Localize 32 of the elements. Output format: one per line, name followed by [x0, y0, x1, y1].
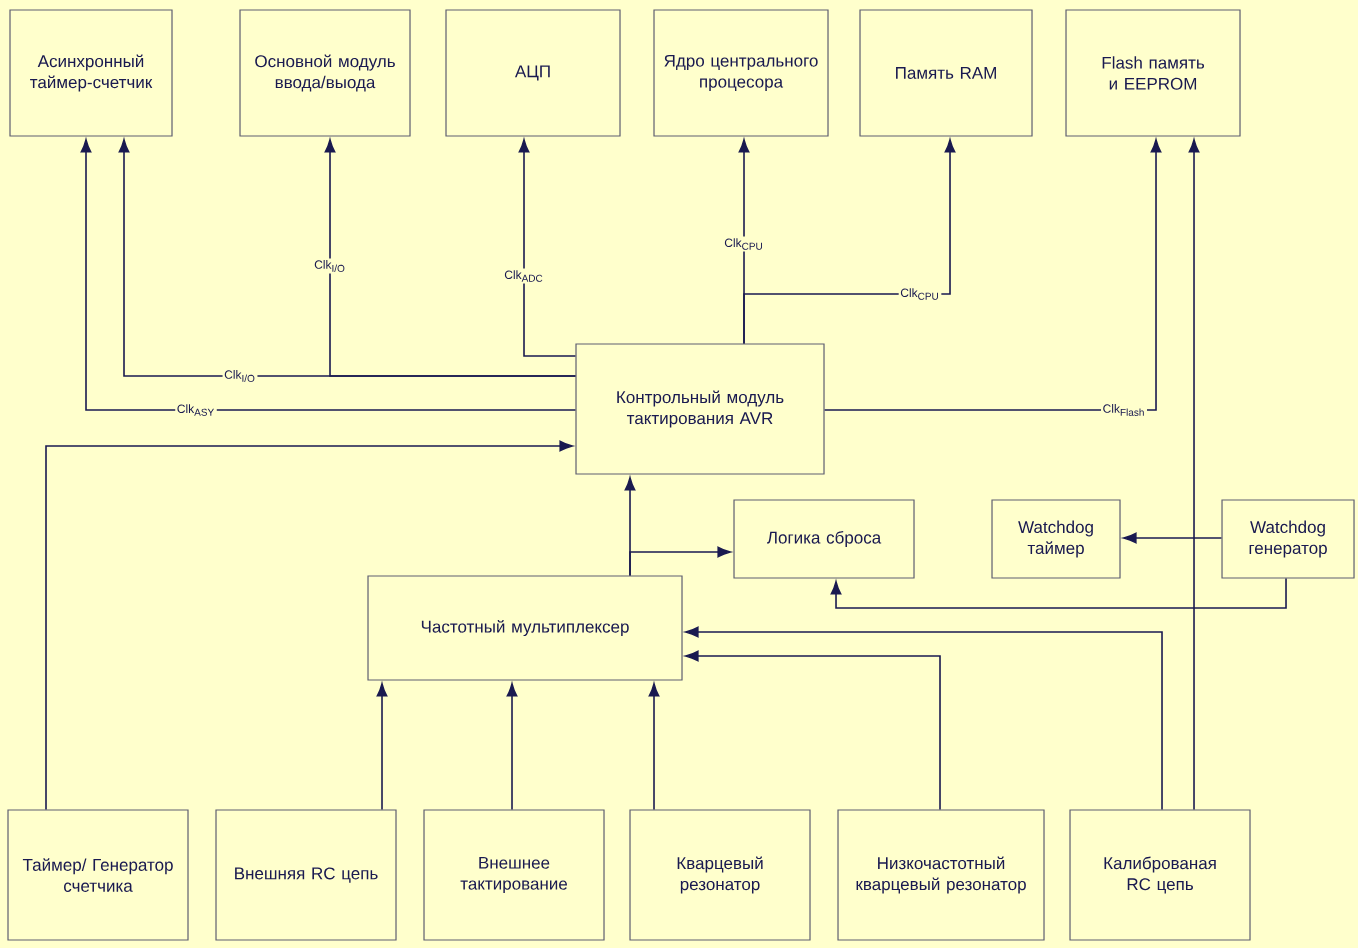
block-box: Память RAM [859, 9, 1033, 137]
arrow [1123, 532, 1223, 544]
arrow [648, 683, 660, 811]
block-box: Внешнее тактирование [423, 809, 605, 941]
arrow [45, 440, 573, 811]
block-box: Кварцевый резонатор [629, 809, 811, 941]
arrow [1188, 139, 1200, 811]
arrow [743, 139, 956, 345]
block-box: АЦП [445, 9, 621, 137]
arrow [685, 626, 1163, 811]
block-box: Низкочастотный кварцевый резонатор [837, 809, 1045, 941]
block-box: Внешняя RC цепь [215, 809, 397, 941]
block-box: Логика сброса [733, 499, 915, 579]
block-box: Частотный мультиплексер [367, 575, 683, 681]
block-box: Flash память и EEPROM [1065, 9, 1241, 137]
arrow [823, 139, 1162, 411]
arrow [506, 683, 518, 811]
arrow [376, 683, 388, 811]
block-box: Калиброваная RC цепь [1069, 809, 1251, 941]
arrow [685, 650, 941, 811]
block-box: Watchdog таймер [991, 499, 1121, 579]
arrow [324, 139, 577, 377]
block-box: Таймер/ Генератор счетчика [7, 809, 189, 941]
block-box: Watchdog генератор [1221, 499, 1355, 579]
block-box: Контрольный модуль тактирования AVR [575, 343, 825, 475]
block-box: Ядро центрального процесора [653, 9, 829, 137]
arrow [629, 546, 731, 577]
arrow [518, 139, 577, 357]
arrow [830, 577, 1287, 609]
block-box: Основной модуль ввода/выода [239, 9, 411, 137]
arrow [80, 139, 577, 411]
block-box: Асинхронный таймер-счетчик [9, 9, 173, 137]
